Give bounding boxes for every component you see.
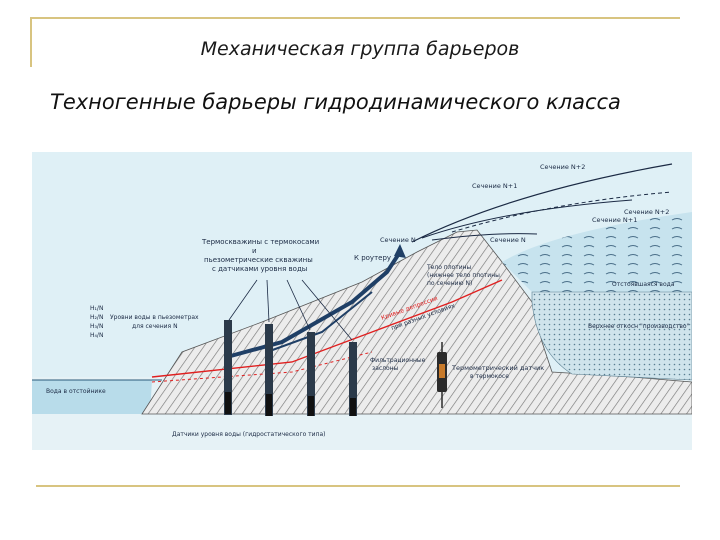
label-section-n-mid: Сечение N: [490, 236, 526, 244]
reservoir-water: [502, 212, 692, 292]
label-thermo-wells: Термоскважины с термокосами: [201, 238, 319, 246]
filtration-line-dashed: [151, 351, 373, 383]
label-section-n2-top: Сечение N+2: [540, 163, 585, 171]
depression-dashed: [451, 191, 673, 233]
label-section-n: Сечение N: [380, 236, 416, 244]
slide-title: Механическая группа барьеров: [200, 38, 520, 60]
label-hydrostatic-level: Датчики уровня воды (гидростатического т…: [172, 431, 326, 438]
dam-barrier-diagram: Сечение N+2 Сечение N+1 Сечение N+2 Сече…: [32, 152, 692, 450]
label-filter-curtain-2: заслоны: [372, 365, 399, 372]
label-filter-curtain: Фильтрационные: [370, 357, 426, 364]
label-piezo-wells: пьезометрические скважины: [204, 256, 313, 264]
well-4: [349, 342, 357, 416]
well-1: [224, 320, 232, 415]
label-piezo-level-2: для сечения N: [132, 323, 178, 330]
filtration-line: [151, 279, 503, 378]
label-to-router: К роутеру: [354, 254, 391, 262]
depression-curve-top: [411, 163, 673, 243]
label-piezo-level: Уровни воды в пьезометрах: [110, 314, 199, 321]
label-h3: H₃/N: [90, 323, 103, 330]
label-section-n1-right: Сечение N+1: [592, 216, 637, 224]
lower-pond: [32, 380, 152, 414]
well-2: [265, 324, 273, 416]
frame-bottom-rule: [36, 485, 680, 487]
label-thermo-wells-and: и: [252, 247, 257, 255]
label-piezo-sensors: с датчиками уровня воды: [212, 265, 307, 273]
label-dam-body: Тело плотины: [426, 264, 472, 271]
label-thermo-sensor: Термометрический датчик: [451, 364, 544, 372]
label-h2: H₂/N: [90, 314, 103, 321]
depression-curve-low: [431, 233, 538, 241]
thermo-sensor-probe: [437, 342, 447, 408]
depression-curve-mid: [421, 199, 633, 239]
label-h4: H₄/N: [90, 332, 103, 339]
frame-top-rule: [30, 17, 680, 19]
frame-left-rule: [30, 17, 32, 67]
label-upper-tailwater: Верхнее откосн "производство": [588, 323, 690, 330]
label-dam-body-2: (нижнее тело плотины: [427, 272, 500, 279]
slide-subtitle: Техногенные барьеры гидродинамического к…: [50, 90, 621, 114]
label-dam-body-3: по сечению N): [427, 280, 472, 287]
label-lower-water: Вода в отстойнике: [46, 388, 106, 395]
label-h1: H₁/N: [90, 305, 103, 312]
router-cable: [226, 250, 402, 359]
label-section-n2-right: Сечение N+2: [624, 208, 669, 216]
label-section-n1: Сечение N+1: [472, 182, 517, 190]
label-thermo-sensor-2: в термокосе: [470, 373, 509, 380]
well-3: [307, 332, 315, 416]
label-settling-water: Отстоявшаяся вода: [612, 281, 675, 288]
sediment-layer: [531, 291, 692, 381]
router-cable-arrow: [394, 244, 406, 258]
